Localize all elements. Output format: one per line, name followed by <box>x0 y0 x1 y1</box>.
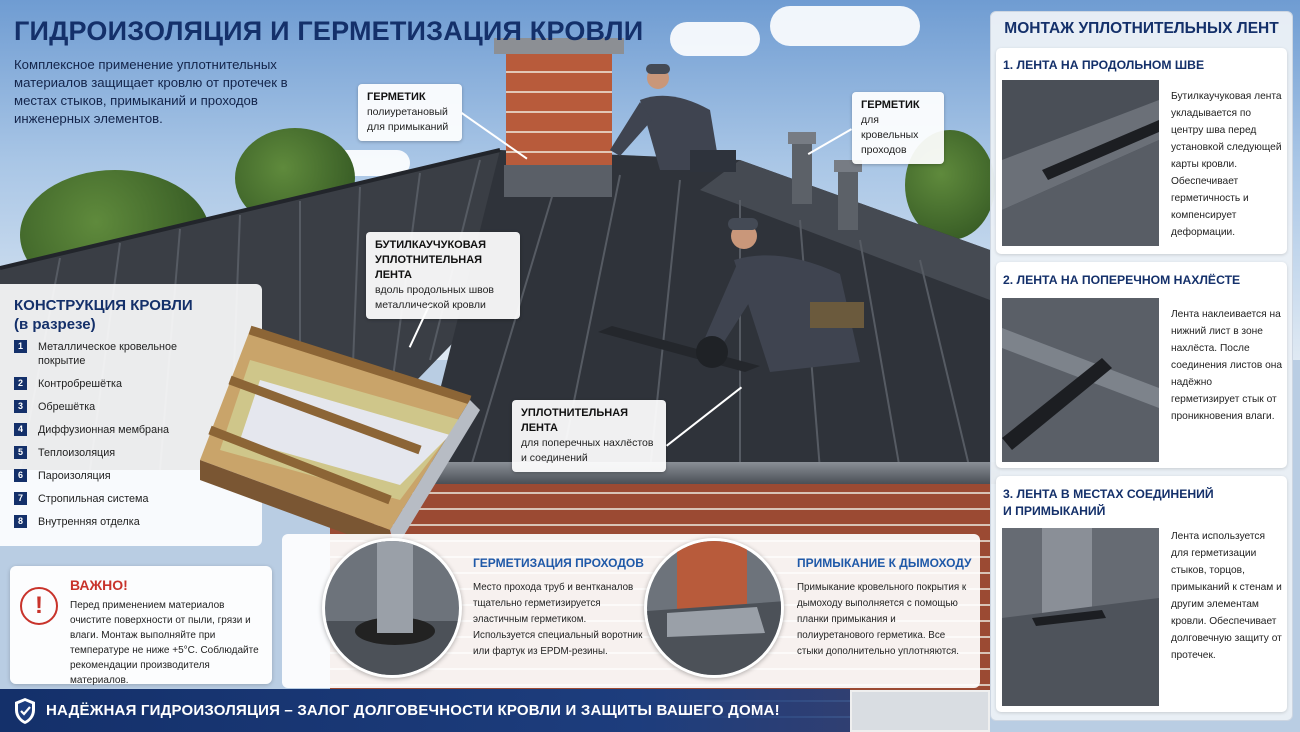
layer-number: 5 <box>14 446 27 459</box>
layer-number: 1 <box>14 340 27 353</box>
warning-text: Перед применением материалов очистите по… <box>70 600 259 686</box>
warning-box <box>10 566 272 684</box>
callout-text: полиуретановый для примыканий <box>367 106 449 133</box>
step-title: 2. ЛЕНТА НА ПОПЕРЕЧНОМ НАХЛЁСТЕ <box>1003 273 1241 287</box>
callout-title: УПЛОТНИТЕЛЬНАЯ ЛЕНТА <box>521 407 629 434</box>
detail-text-chimney: Примыкание кровельного покрытия к дымохо… <box>797 582 967 657</box>
junction-illustration <box>1002 528 1159 706</box>
layer-item: 1 Металлическое кровельное покрытие <box>14 340 188 368</box>
step-text: Лента наклеивается на нижний лист в зоне… <box>1171 309 1283 422</box>
install-title: МОНТАЖ УПЛОТНИТЕЛЬНЫХ ЛЕНТ <box>1004 20 1279 37</box>
callout-text: для поперечных нахлёстов и соединений <box>521 437 654 464</box>
layer-item: 2 Контробрешётка <box>14 377 188 391</box>
callout-text: вдоль продольных швов металлической кров… <box>375 284 494 311</box>
cloud <box>670 22 760 56</box>
pipe-illustration <box>325 541 459 675</box>
construction-subtitle: (в разрезе) <box>14 316 96 333</box>
chimney-junction-photo <box>644 538 784 678</box>
cloud <box>770 6 920 46</box>
callout-butyl-tape: БУТИЛКАУЧУКОВАЯ УПЛОТНИТЕЛЬНАЯ ЛЕНТА вдо… <box>366 232 520 319</box>
transverse-overlap-illustration <box>1002 298 1159 462</box>
callout-title: ГЕРМЕТИК <box>861 99 920 111</box>
step-title: 3. ЛЕНТА В МЕСТАХ СОЕДИНЕНИЙ И ПРИМЫКАНИ… <box>1003 486 1214 520</box>
step-title-line: 3. ЛЕНТА В МЕСТАХ СОЕДИНЕНИЙ <box>1003 487 1214 501</box>
gutter <box>300 462 1000 484</box>
footer-slogan: НАДЁЖНАЯ ГИДРОИЗОЛЯЦИЯ – ЗАЛОГ ДОЛГОВЕЧН… <box>46 702 780 719</box>
intro-text: Комплексное применение уплотнительных ма… <box>14 57 288 126</box>
step-image <box>1002 80 1159 246</box>
callout-text: для кровельных проходов <box>861 114 919 156</box>
layer-label: Пароизоляция <box>38 470 111 482</box>
construction-title-line: КОНСТРУКЦИЯ КРОВЛИ <box>14 297 193 314</box>
layer-label: Диффузионная мембрана <box>38 424 170 436</box>
step-text: Бутилкаучуковая лента укладывается по це… <box>1171 91 1282 238</box>
layer-number: 6 <box>14 469 27 482</box>
roof-cutaway-illustration <box>200 325 480 550</box>
layer-item: 3 Обрешётка <box>14 400 188 414</box>
layer-label: Обрешётка <box>38 401 96 413</box>
layer-item: 5 Теплоизоляция <box>14 446 188 460</box>
layer-label: Стропильная система <box>38 493 149 505</box>
shield-icon <box>15 698 35 724</box>
exclamation-icon: ! <box>20 587 58 625</box>
detail-title-chimney: ПРИМЫКАНИЕ К ДЫМОХОДУ <box>797 556 972 570</box>
layer-label: Контробрешётка <box>38 378 122 390</box>
detail-title-passes: ГЕРМЕТИЗАЦИЯ ПРОХОДОВ <box>473 556 644 570</box>
step-text: Лента используется для герметизации стык… <box>1171 531 1282 661</box>
pipe-pass-photo <box>322 538 462 678</box>
layer-label: Теплоизоляция <box>38 447 116 459</box>
callout-title: ГЕРМЕТИК <box>367 91 426 103</box>
layer-item: 6 Пароизоляция <box>14 469 188 483</box>
layer-number: 7 <box>14 492 27 505</box>
layer-item: 7 Стропильная система <box>14 492 188 506</box>
footer-banner <box>0 689 850 732</box>
worker-figure <box>696 218 864 372</box>
layer-number: 3 <box>14 400 27 413</box>
chimney-illustration <box>647 541 781 675</box>
callout-title: БУТИЛКАУЧУКОВАЯ УПЛОТНИТЕЛЬНАЯ ЛЕНТА <box>375 239 486 281</box>
construction-title: КОНСТРУКЦИЯ КРОВЛИ (в разрезе) <box>14 296 193 334</box>
worker-figure <box>610 64 736 172</box>
longitudinal-seam-illustration <box>1002 100 1159 246</box>
layer-label: Внутренняя отделка <box>38 516 140 528</box>
layer-number: 4 <box>14 423 27 436</box>
layer-number: 2 <box>14 377 27 390</box>
layer-label: Металлическое кровельное покрытие <box>38 341 177 367</box>
layer-number: 8 <box>14 515 27 528</box>
layer-item: 4 Диффузионная мембрана <box>14 423 188 437</box>
warning-title: ВАЖНО! <box>70 577 128 593</box>
callout-sealing-tape: УПЛОТНИТЕЛЬНАЯ ЛЕНТА для поперечных нахл… <box>512 400 666 472</box>
callout-sealant-chimney: ГЕРМЕТИК полиуретановый для примыканий <box>358 84 462 141</box>
page-title: ГИДРОИЗОЛЯЦИЯ И ГЕРМЕТИЗАЦИЯ КРОВЛИ <box>14 16 644 46</box>
layer-item: 8 Внутренняя отделка <box>14 515 188 529</box>
detail-text-passes: Место прохода труб и вентканалов тщатель… <box>473 582 643 657</box>
step-image <box>1002 298 1159 462</box>
step-title: 1. ЛЕНТА НА ПРОДОЛЬНОМ ШВЕ <box>1003 58 1205 72</box>
callout-sealant-pass: ГЕРМЕТИК для кровельных проходов <box>852 92 944 164</box>
layer-list: 1 Металлическое кровельное покрытие 2 Конт… <box>14 340 188 538</box>
step-image <box>1002 528 1159 706</box>
step-title-line: И ПРИМЫКАНИЙ <box>1003 504 1106 518</box>
house-window <box>850 690 990 732</box>
